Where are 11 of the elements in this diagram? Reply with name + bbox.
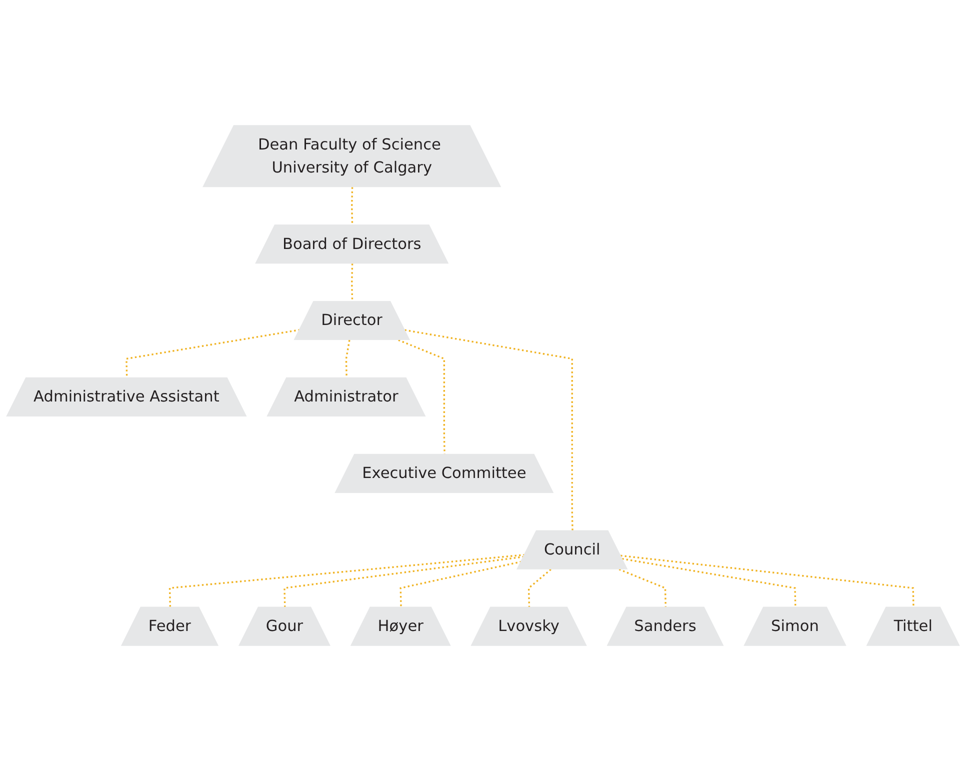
connector xyxy=(620,554,914,608)
connector xyxy=(168,554,525,608)
connector xyxy=(400,560,522,608)
connector xyxy=(351,264,354,302)
connector xyxy=(345,340,350,378)
connector xyxy=(351,187,354,226)
connector xyxy=(528,568,552,608)
connector xyxy=(622,558,796,608)
connector xyxy=(284,556,524,608)
connector xyxy=(404,329,574,532)
connector xyxy=(126,328,300,378)
